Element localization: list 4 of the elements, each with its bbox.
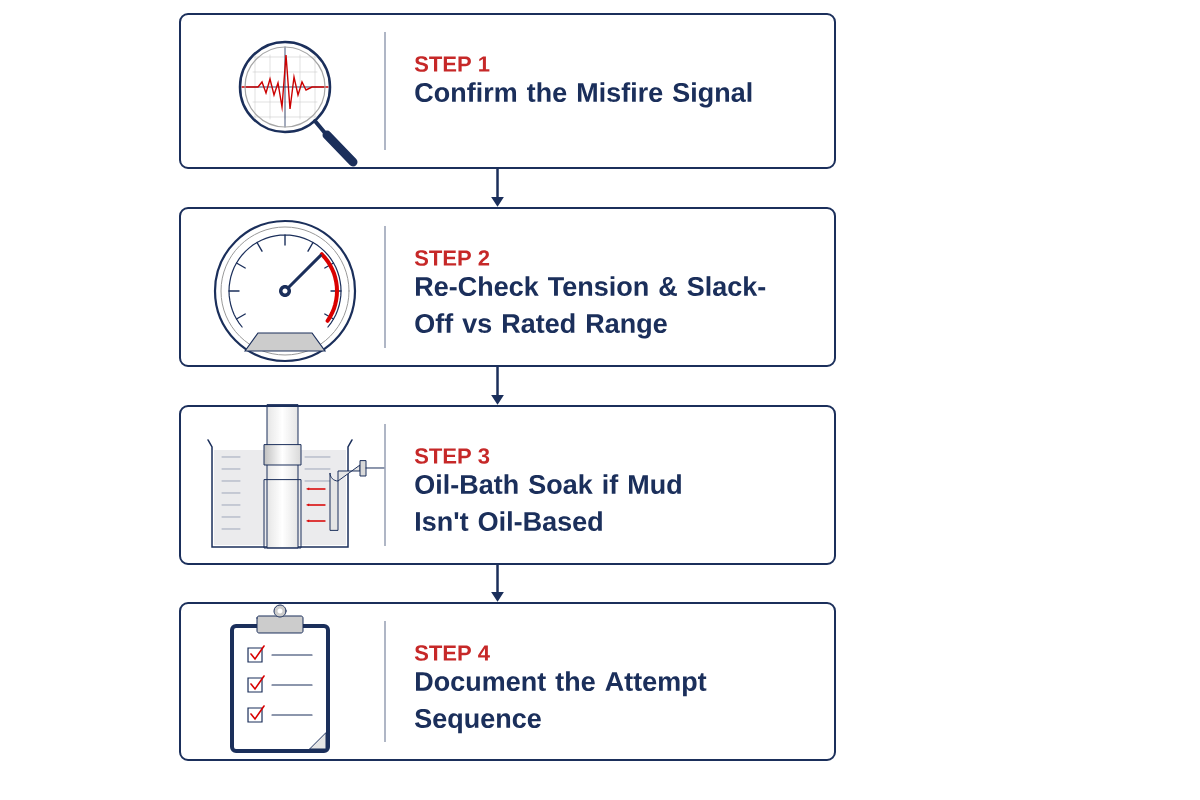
step-box: STEP 3 Oil-Bath Soak if Mud Isn't Oil-Based <box>179 405 836 565</box>
step-box: STEP 1 Confirm the Misfire Signal <box>179 13 836 169</box>
step-box: STEP 4 Document the Attempt Sequence <box>179 602 836 761</box>
step-box: STEP 2 Re-Check Tension & Slack-Off vs Rated Range <box>179 207 836 367</box>
